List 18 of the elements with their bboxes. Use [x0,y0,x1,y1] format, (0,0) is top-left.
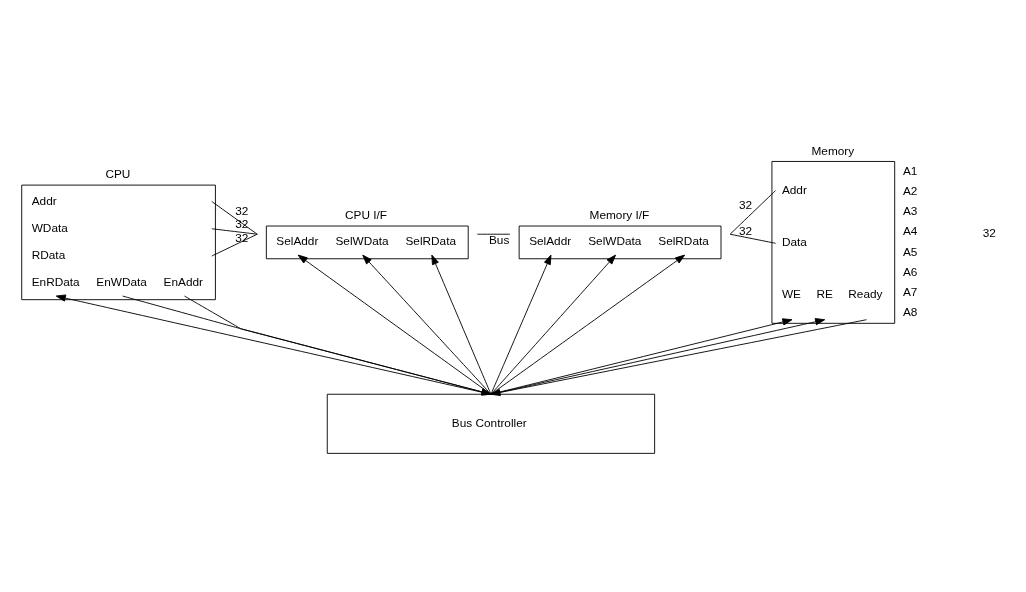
node-label: A3 [902,203,918,218]
node-label: Memory I/F [589,207,650,222]
edge-label: 32 [739,223,753,238]
label: 32 [982,225,996,240]
node-label: CPU [105,166,131,181]
node-label: A5 [902,243,918,258]
edge-label: Bus [488,232,510,247]
node-label: A2 [902,183,918,198]
node-label: Memory [811,143,855,158]
node-label: A8 [902,304,918,319]
node-label: A7 [902,284,918,298]
node-label: A6 [902,263,918,278]
edge-label: 32 [235,230,249,245]
edge-label: 32 [739,197,753,212]
node-label: A1 [902,163,918,178]
node-label: CPU I/F [345,207,388,222]
edge-label: 32 [235,203,249,218]
node-label: A4 [902,223,918,238]
